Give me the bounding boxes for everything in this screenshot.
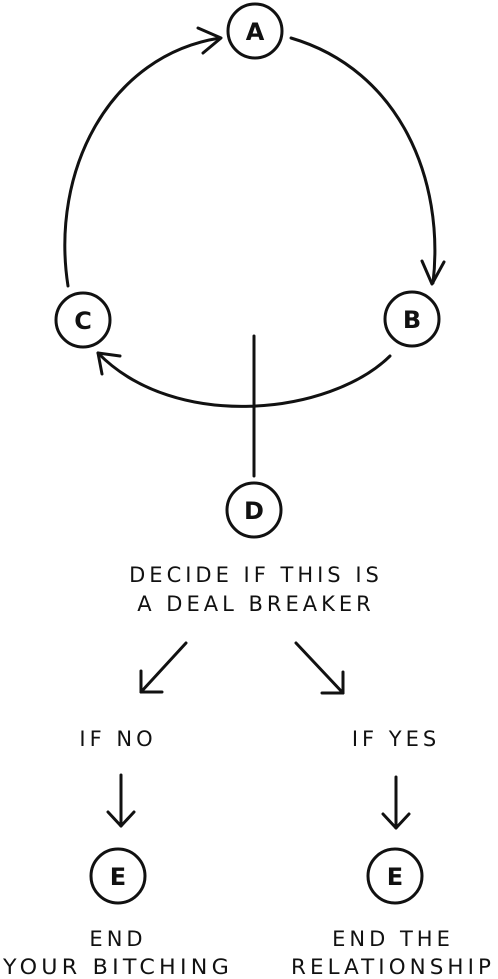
arrowhead-branch-left <box>139 669 164 694</box>
node-d: D <box>225 481 283 539</box>
node-a-label: A <box>246 18 265 46</box>
decision-line-2: A DEAL BREAKER <box>137 592 374 616</box>
arc-c-to-a <box>63 36 222 288</box>
branch-no-label: IF NO <box>79 727 156 751</box>
branch-yes-label: IF YES <box>352 727 440 751</box>
arrow-branch-left <box>139 641 188 694</box>
outcome-left-line-1: END <box>89 927 146 951</box>
node-c-label: C <box>74 307 92 335</box>
arrowhead-b <box>420 259 446 286</box>
node-e-right: E <box>366 847 424 905</box>
arrowhead-a <box>196 26 223 55</box>
outcome-right-line-2: RELATIONSHIP <box>291 955 495 979</box>
arrowhead-branch-right <box>320 670 345 695</box>
arrowhead-c <box>96 351 122 376</box>
node-b-label: B <box>403 306 421 334</box>
decision-line-1: DECIDE IF THIS IS <box>129 563 383 587</box>
node-d-label: D <box>244 497 264 525</box>
node-e-left-label: E <box>110 863 126 891</box>
arrowhead-down-left <box>106 810 136 828</box>
arc-a-to-b <box>289 36 437 285</box>
outcome-left-line-2: YOUR BITCHING <box>2 955 233 979</box>
node-e-left: E <box>89 847 147 905</box>
node-a: A <box>226 2 284 60</box>
node-c: C <box>54 291 112 349</box>
node-e-right-label: E <box>387 863 403 891</box>
arrow-branch-right <box>294 641 345 695</box>
outcome-right-line-1: END THE <box>332 927 454 951</box>
arrowhead-down-right <box>381 812 411 830</box>
arc-b-to-c <box>96 351 392 408</box>
node-b: B <box>383 290 441 348</box>
